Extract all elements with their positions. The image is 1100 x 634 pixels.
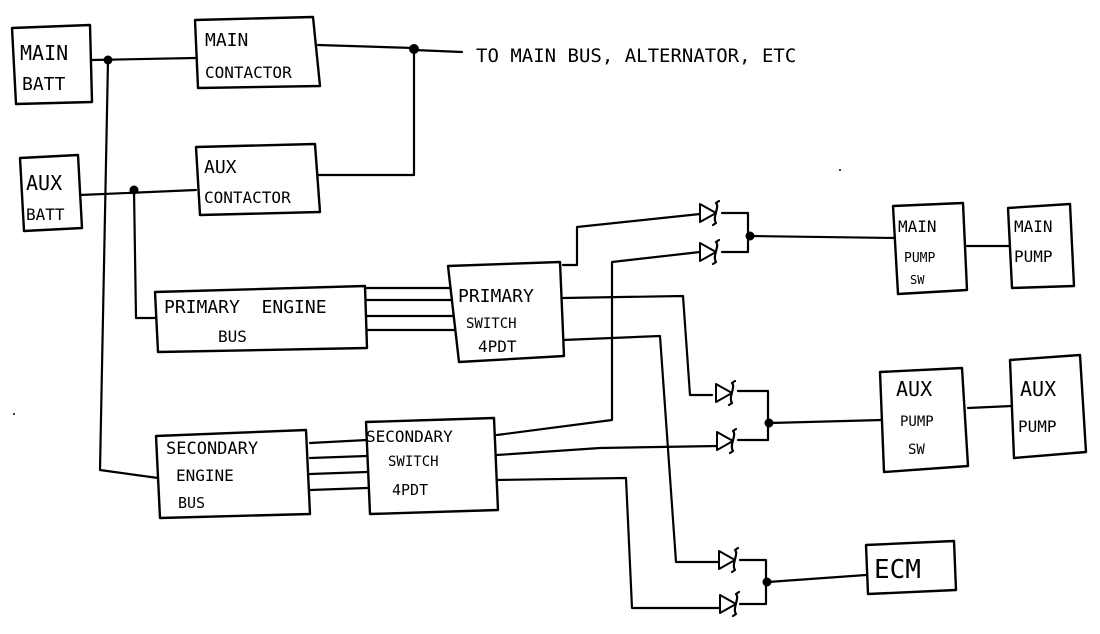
main-contactor-label-1: MAIN bbox=[205, 30, 248, 51]
main-pump-label-2: PUMP bbox=[1014, 247, 1053, 266]
main-batt-label-2: BATT bbox=[22, 74, 66, 95]
main-batt-box: MAIN BATT bbox=[10, 23, 94, 106]
wire-auxsw-auxpump bbox=[966, 404, 1014, 410]
aux-contactor-label-2: CONTACTOR bbox=[204, 188, 291, 207]
aux-batt-box: AUX BATT bbox=[18, 153, 84, 233]
main-batt-label-1: MAIN bbox=[20, 41, 68, 65]
wire-ecm-diode-combine bbox=[738, 558, 768, 606]
wire-main-trunk bbox=[98, 58, 160, 480]
main-contactor-label-2: CONTACTOR bbox=[205, 63, 292, 82]
main-pump-label-1: MAIN bbox=[1014, 217, 1053, 236]
aux-pump-sw-label-2: PUMP bbox=[900, 414, 934, 430]
secondary-switch-box: SECONDARY SWITCH 4PDT bbox=[364, 416, 500, 516]
aux-contactor-box: AUX CONTACTOR bbox=[194, 142, 322, 217]
wire-ecm-combined bbox=[766, 573, 868, 584]
aux-pump-sw-label-3: SW bbox=[908, 442, 925, 458]
ecm-label: ECM bbox=[874, 555, 921, 585]
wire-aux-combined-to-sw bbox=[768, 418, 884, 425]
wire-to-main-bus bbox=[412, 48, 464, 54]
primary-switch-box: PRIMARY SWITCH 4PDT bbox=[446, 260, 566, 364]
diode-icon bbox=[719, 590, 741, 618]
main-pump-sw-label-1: MAIN bbox=[898, 217, 937, 236]
aux-pump-sw-box: AUX PUMP SW bbox=[878, 366, 970, 474]
wire-aux-trunk bbox=[132, 188, 158, 320]
aux-contactor-label-1: AUX bbox=[204, 157, 237, 178]
secondary-switch-label-2: SWITCH bbox=[388, 454, 439, 470]
diode-icon bbox=[699, 199, 721, 227]
main-pump-sw-box: MAIN PUMP SW bbox=[891, 201, 969, 296]
diode-icon bbox=[716, 427, 738, 455]
wire-maincontactor-out bbox=[316, 43, 416, 50]
aux-batt-label-1: AUX bbox=[26, 171, 62, 195]
wire-sbus-ssw-2 bbox=[308, 454, 369, 460]
wire-main-combined-to-sw bbox=[748, 234, 898, 240]
aux-pump-box: AUX PUMP bbox=[1008, 353, 1088, 460]
junction-main-bus-out bbox=[409, 44, 419, 54]
wire-sbus-ssw-1 bbox=[308, 438, 369, 445]
main-pump-box: MAIN PUMP bbox=[1006, 202, 1076, 290]
main-pump-sw-label-3: SW bbox=[910, 273, 925, 287]
wire-auxbatt-auxcontactor bbox=[78, 188, 198, 197]
secondary-engine-bus-label-1: SECONDARY bbox=[166, 439, 258, 459]
wire-ssw-auxpump bbox=[495, 444, 720, 457]
junction-aux-pump-diodes bbox=[764, 418, 774, 428]
junction-main-pump-diodes bbox=[745, 231, 755, 241]
to-main-bus-annotation: TO MAIN BUS, ALTERNATOR, ETC bbox=[476, 45, 796, 67]
aux-pump-sw-label-1: AUX bbox=[896, 377, 932, 401]
secondary-engine-bus-box: SECONDARY ENGINE BUS bbox=[154, 428, 312, 520]
junction-ecm-diodes bbox=[762, 577, 772, 587]
stray-mark bbox=[13, 413, 15, 415]
junction-aux-batt bbox=[129, 185, 139, 195]
diode-icon bbox=[718, 546, 740, 574]
wire-ssw-mainpump bbox=[495, 250, 702, 437]
primary-engine-bus-label-1: PRIMARY ENGINE bbox=[164, 297, 327, 318]
primary-engine-bus-label-2: BUS bbox=[218, 327, 247, 346]
secondary-switch-label-1: SECONDARY bbox=[366, 427, 453, 446]
wire-psw-mainpump bbox=[561, 212, 702, 267]
secondary-switch-label-3: 4PDT bbox=[392, 481, 428, 499]
aux-batt-label-2: BATT bbox=[26, 205, 65, 224]
secondary-engine-bus-label-3: BUS bbox=[178, 494, 205, 512]
wire-psw-auxpump bbox=[561, 294, 714, 397]
primary-switch-label-2: SWITCH bbox=[466, 316, 517, 332]
wire-sbus-ssw-4 bbox=[308, 486, 369, 492]
wire-aux-diode-combine bbox=[736, 389, 770, 442]
primary-switch-label-1: PRIMARY bbox=[458, 286, 534, 307]
wires bbox=[78, 43, 1014, 610]
primary-engine-bus-box: PRIMARY ENGINE BUS bbox=[153, 284, 369, 354]
stray-mark bbox=[839, 169, 841, 171]
main-pump-sw-label-2: PUMP bbox=[904, 251, 935, 266]
aux-pump-label-2: PUMP bbox=[1018, 417, 1057, 436]
wire-main-diode-combine bbox=[720, 211, 750, 254]
aux-pump-label-1: AUX bbox=[1020, 377, 1056, 401]
ecm-box: ECM bbox=[864, 539, 958, 596]
main-contactor-box: MAIN CONTACTOR bbox=[193, 15, 322, 90]
wire-auxcontactor-out bbox=[316, 46, 416, 177]
wire-ssw-ecm bbox=[495, 476, 724, 610]
junction-main-batt bbox=[103, 55, 113, 65]
primary-switch-label-3: 4PDT bbox=[478, 337, 517, 356]
wire-sbus-ssw-3 bbox=[308, 470, 369, 476]
diodes bbox=[699, 199, 741, 618]
junctions bbox=[103, 44, 774, 587]
secondary-engine-bus-label-2: ENGINE bbox=[176, 466, 234, 485]
diode-icon bbox=[699, 238, 721, 266]
diode-icon bbox=[715, 379, 737, 407]
